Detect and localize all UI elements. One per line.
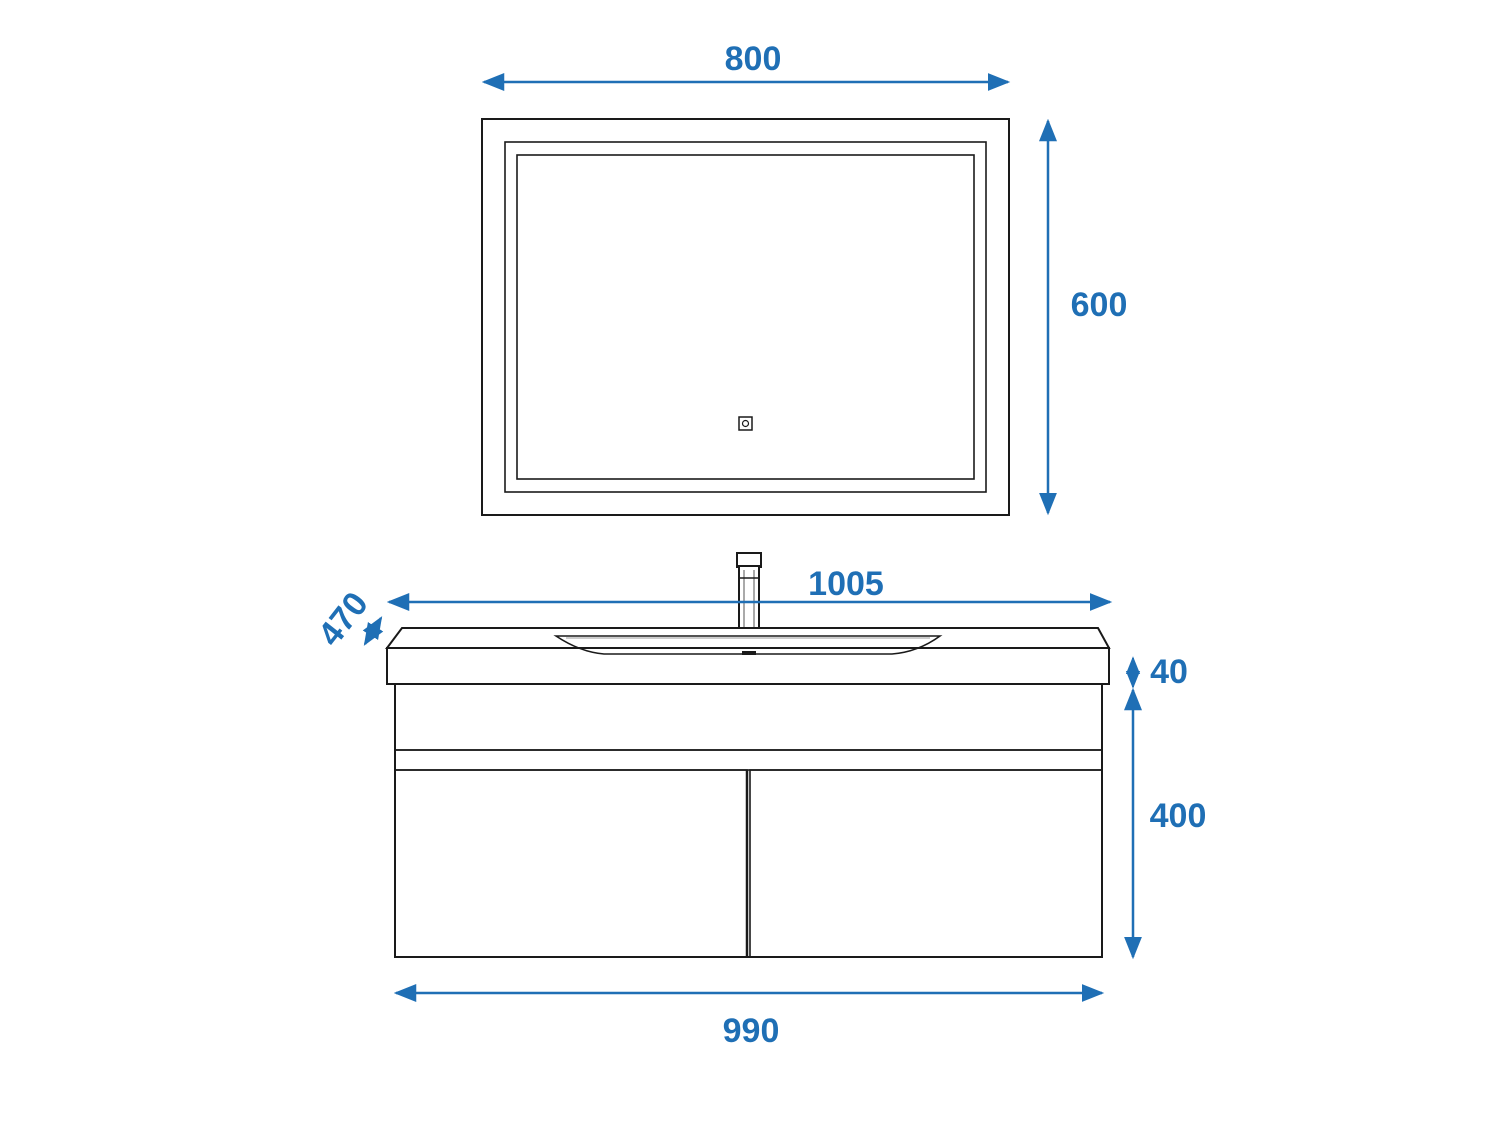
mirror-width-label: 800 [725,40,782,78]
cabinet-height-dimension: 400 [1124,687,1207,960]
cabinet-right-door [749,769,1103,958]
cabinet [394,683,1103,958]
sink-bowl [553,635,943,655]
mirror-height-dimension: 600 [1039,118,1128,516]
cabinet-height-label: 400 [1150,797,1207,835]
basin-countertop [385,627,1111,685]
touch-switch-icon [738,416,753,431]
drain-icon [742,651,756,655]
basin-width-dimension: 1005 [386,565,1113,611]
mirror-outer-frame [481,118,1010,516]
basin-depth-arrow [362,616,384,646]
basin-depth-dimension: 470 [311,585,384,653]
cabinet-body [394,683,1103,958]
countertop-thickness-dimension: 40 [1125,653,1188,691]
mirror-glass [516,154,975,480]
countertop-thickness-label: 40 [1150,653,1188,691]
mirror-width-dimension: 800 [481,40,1011,91]
cabinet-width-dimension: 990 [393,984,1105,1050]
mirror-height-label: 600 [1071,286,1128,324]
faucet-icon [734,552,764,638]
cabinet-width-label: 990 [723,1012,780,1050]
cabinet-handle-groove [394,749,1103,771]
mirror-led-band [504,141,987,493]
basin-width-label: 1005 [808,565,884,603]
mirror [481,118,1010,516]
